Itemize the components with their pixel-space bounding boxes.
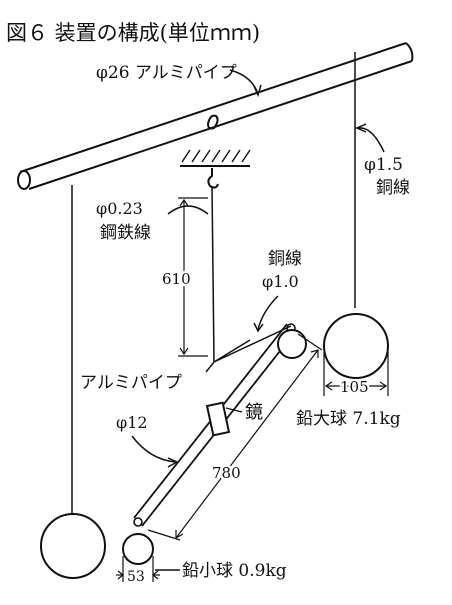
left-counterweight-ball bbox=[40, 513, 106, 579]
steel-wire-name: 鋼鉄線 bbox=[100, 223, 151, 243]
copper-wire-15-name: 銅線 bbox=[376, 178, 410, 198]
width-105-label: 105 bbox=[340, 378, 369, 396]
mirror-label: 鏡 bbox=[245, 402, 263, 423]
small-ball-label: 鉛小球 0.9kg bbox=[182, 561, 287, 581]
steel-wire bbox=[211, 185, 215, 363]
copper-wire-15-leader bbox=[357, 127, 385, 153]
mirror-leader bbox=[225, 407, 243, 413]
small-upper-ball bbox=[277, 329, 307, 359]
ceiling-mount bbox=[180, 149, 251, 189]
pipe-12-leader bbox=[131, 435, 177, 463]
copper-wire-15-size: φ1.5 bbox=[364, 155, 403, 175]
pipe-hook bbox=[206, 114, 219, 130]
width-53-dimension bbox=[116, 556, 160, 582]
copper-wire-10-size: φ1.0 bbox=[262, 272, 299, 291]
top-pipe-leader-arrowhead bbox=[253, 84, 262, 98]
mirror bbox=[205, 401, 231, 437]
copper-wire-10-leader bbox=[257, 295, 279, 331]
width-105-dimension bbox=[323, 352, 389, 396]
top-pipe-label: φ26 アルミパイプ bbox=[96, 63, 237, 83]
length-610-label: 610 bbox=[162, 270, 191, 288]
figure-title: 図６ 装置の構成(単位ｍｍ) bbox=[6, 21, 260, 45]
length-780-label: 780 bbox=[212, 464, 241, 482]
pipe-12-arrowhead bbox=[167, 457, 179, 468]
aluminum-pipe-label: アルミパイプ bbox=[80, 373, 182, 393]
length-780-dimension bbox=[147, 333, 323, 541]
copper-wire-10-name: 銅線 bbox=[268, 249, 302, 269]
copper-wire-15-arrowhead bbox=[355, 123, 367, 133]
top-aluminum-pipe bbox=[17, 42, 414, 190]
steel-wire-leader bbox=[167, 205, 209, 215]
steel-wire-size: φ0.23 bbox=[96, 199, 143, 218]
copper-wire-10-arrowhead bbox=[253, 322, 264, 333]
large-ball-label: 鉛大球 7.1kg bbox=[296, 409, 401, 429]
width-53-label: 53 bbox=[127, 569, 145, 585]
small-lead-ball bbox=[122, 533, 154, 565]
length-610-dimension bbox=[178, 197, 208, 357]
pipe-12-label: φ12 bbox=[116, 413, 148, 432]
copper-wire-10-hanger bbox=[205, 325, 292, 373]
large-lead-ball bbox=[323, 313, 389, 379]
